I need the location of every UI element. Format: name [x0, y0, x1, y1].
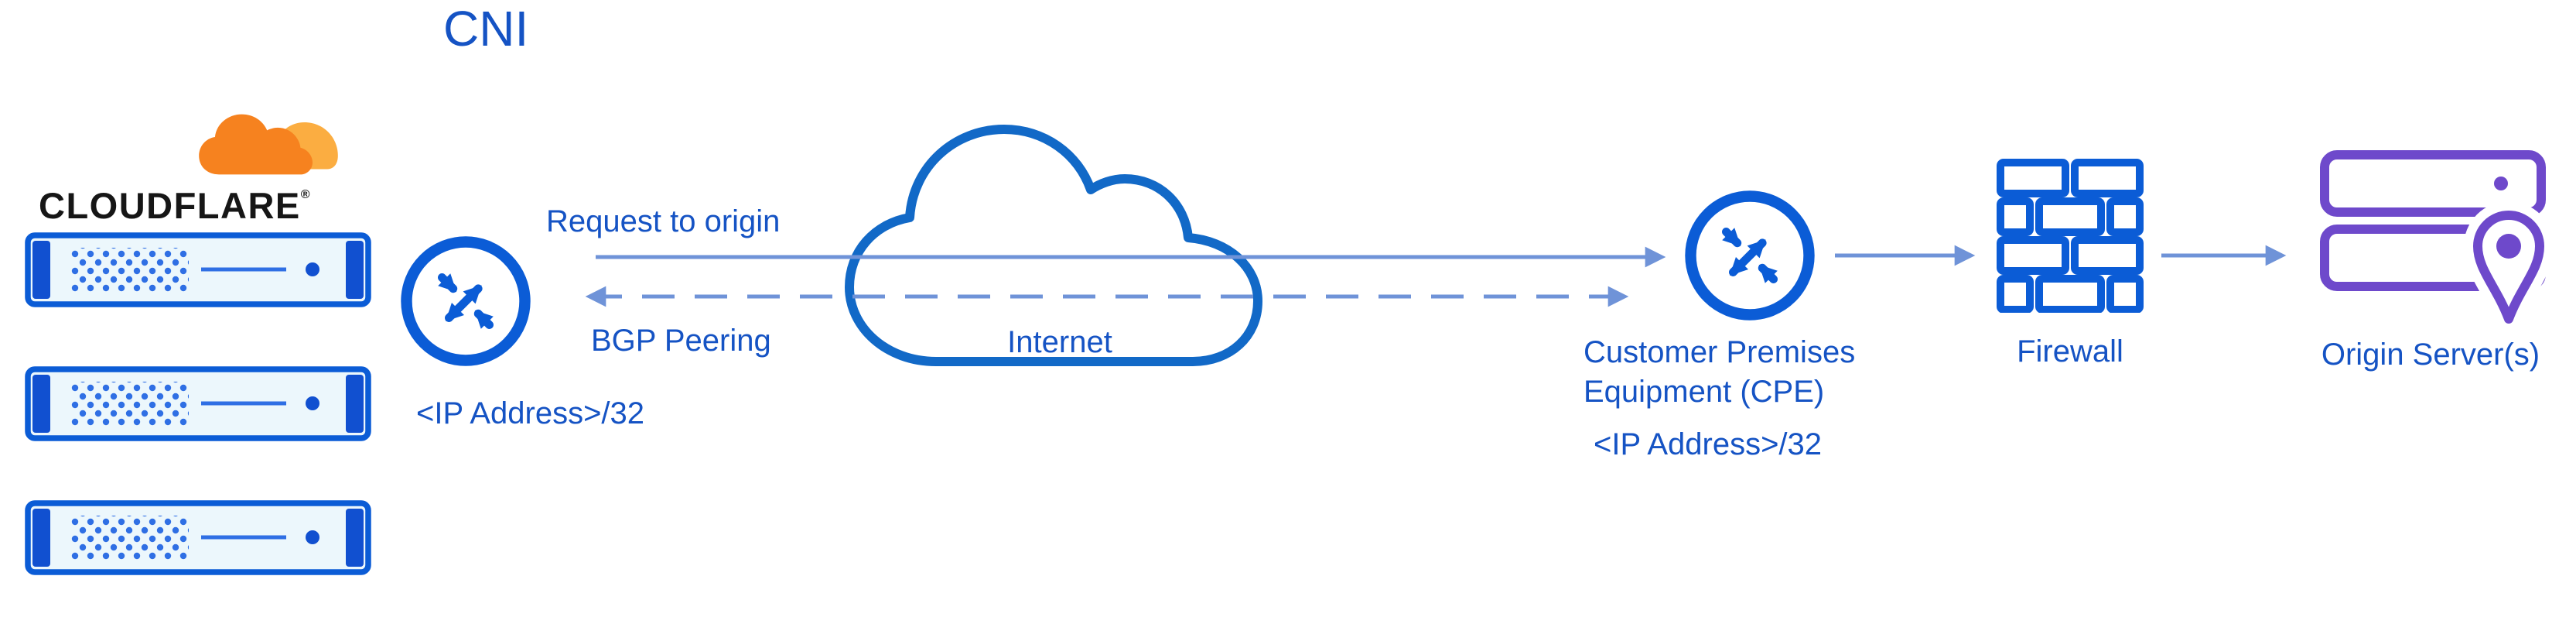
- internet-label: Internet: [1007, 325, 1112, 359]
- firewall-icon: [1996, 158, 2144, 313]
- diagram-title: CNI: [443, 1, 529, 57]
- bgp-peering-label: BGP Peering: [591, 324, 771, 358]
- cloudflare-wordmark: CLOUDFLARE®: [39, 184, 310, 227]
- firewall-label: Firewall: [2017, 334, 2123, 369]
- edge-router-icon: [396, 231, 535, 371]
- server-rack-icon: [25, 500, 371, 575]
- server-rect-top: [2320, 150, 2546, 217]
- origin-servers-label: Origin Server(s): [2321, 338, 2540, 372]
- cpe-router-icon: [1680, 186, 1819, 325]
- cpe-label-line2: Equipment (CPE): [1584, 375, 1825, 409]
- server-rack-icon: [25, 366, 371, 441]
- server-rack-icon: [25, 232, 371, 307]
- edge-router-ip-label: <IP Address>/32: [416, 396, 645, 430]
- origin-servers-icon: [2320, 150, 2549, 333]
- cpe-label-line1: Customer Premises: [1584, 335, 1856, 369]
- cpe-label: Customer Premises Equipment (CPE): [1584, 333, 1855, 412]
- cpe-ip-label: <IP Address>/32: [1594, 427, 1823, 461]
- registered-trademark: ®: [300, 188, 310, 201]
- location-pin-icon: [2464, 201, 2549, 333]
- cloudflare-cloud-icon: [199, 114, 338, 175]
- cloudflare-brand-text: CLOUDFLARE: [39, 185, 301, 226]
- request-to-origin-label: Request to origin: [546, 204, 781, 238]
